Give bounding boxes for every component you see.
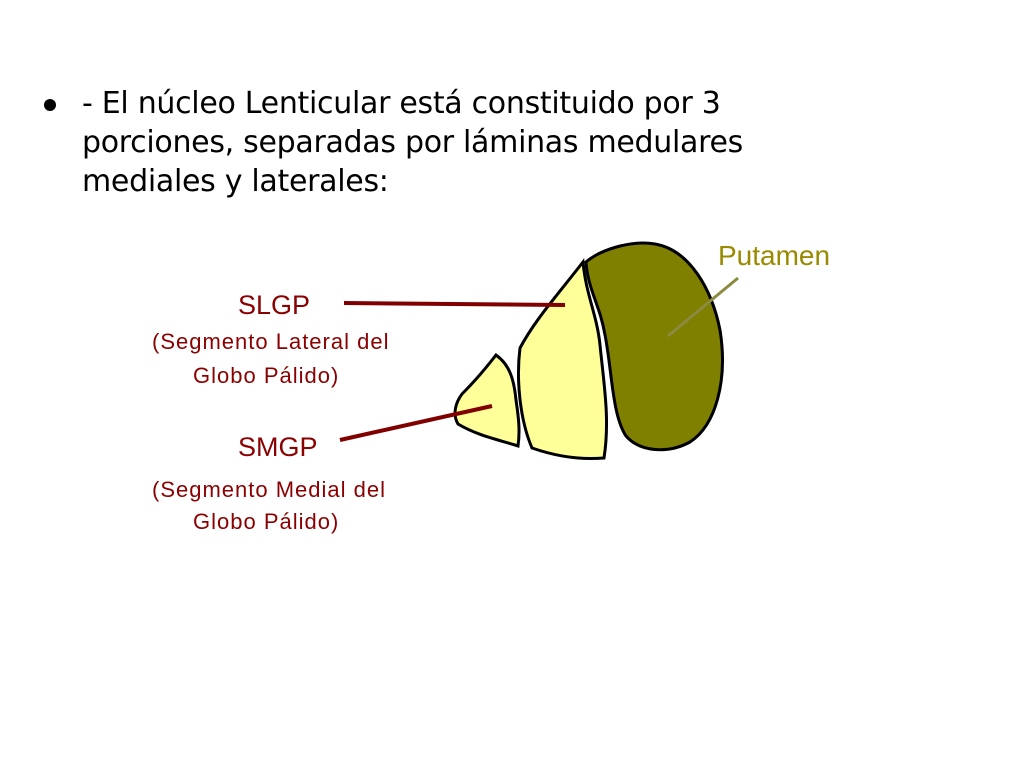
putamen-shape bbox=[584, 241, 724, 452]
slgp-shape bbox=[517, 258, 609, 460]
slgp-label: SLGP bbox=[238, 290, 311, 320]
smgp-shape bbox=[453, 352, 521, 448]
slgp-description-line-1: (Segmento Lateral del bbox=[152, 329, 390, 354]
bullet-item: - El núcleo Lenticular está constituido … bbox=[44, 84, 944, 201]
slgp-description-line-2: Globo Pálido) bbox=[193, 363, 340, 388]
smgp-description-line-2: Globo Pálido) bbox=[193, 509, 340, 534]
putamen-leader-line bbox=[667, 276, 739, 338]
smgp-label: SMGP bbox=[238, 432, 318, 462]
bullet-text: - El núcleo Lenticular está constituido … bbox=[82, 86, 743, 199]
smgp-description-line-1: (Segmento Medial del bbox=[152, 477, 387, 502]
bullet-icon bbox=[44, 99, 56, 111]
slgp-leader-line bbox=[343, 301, 566, 307]
smgp-leader-line bbox=[339, 404, 493, 442]
putamen-label: Putamen bbox=[718, 240, 831, 271]
